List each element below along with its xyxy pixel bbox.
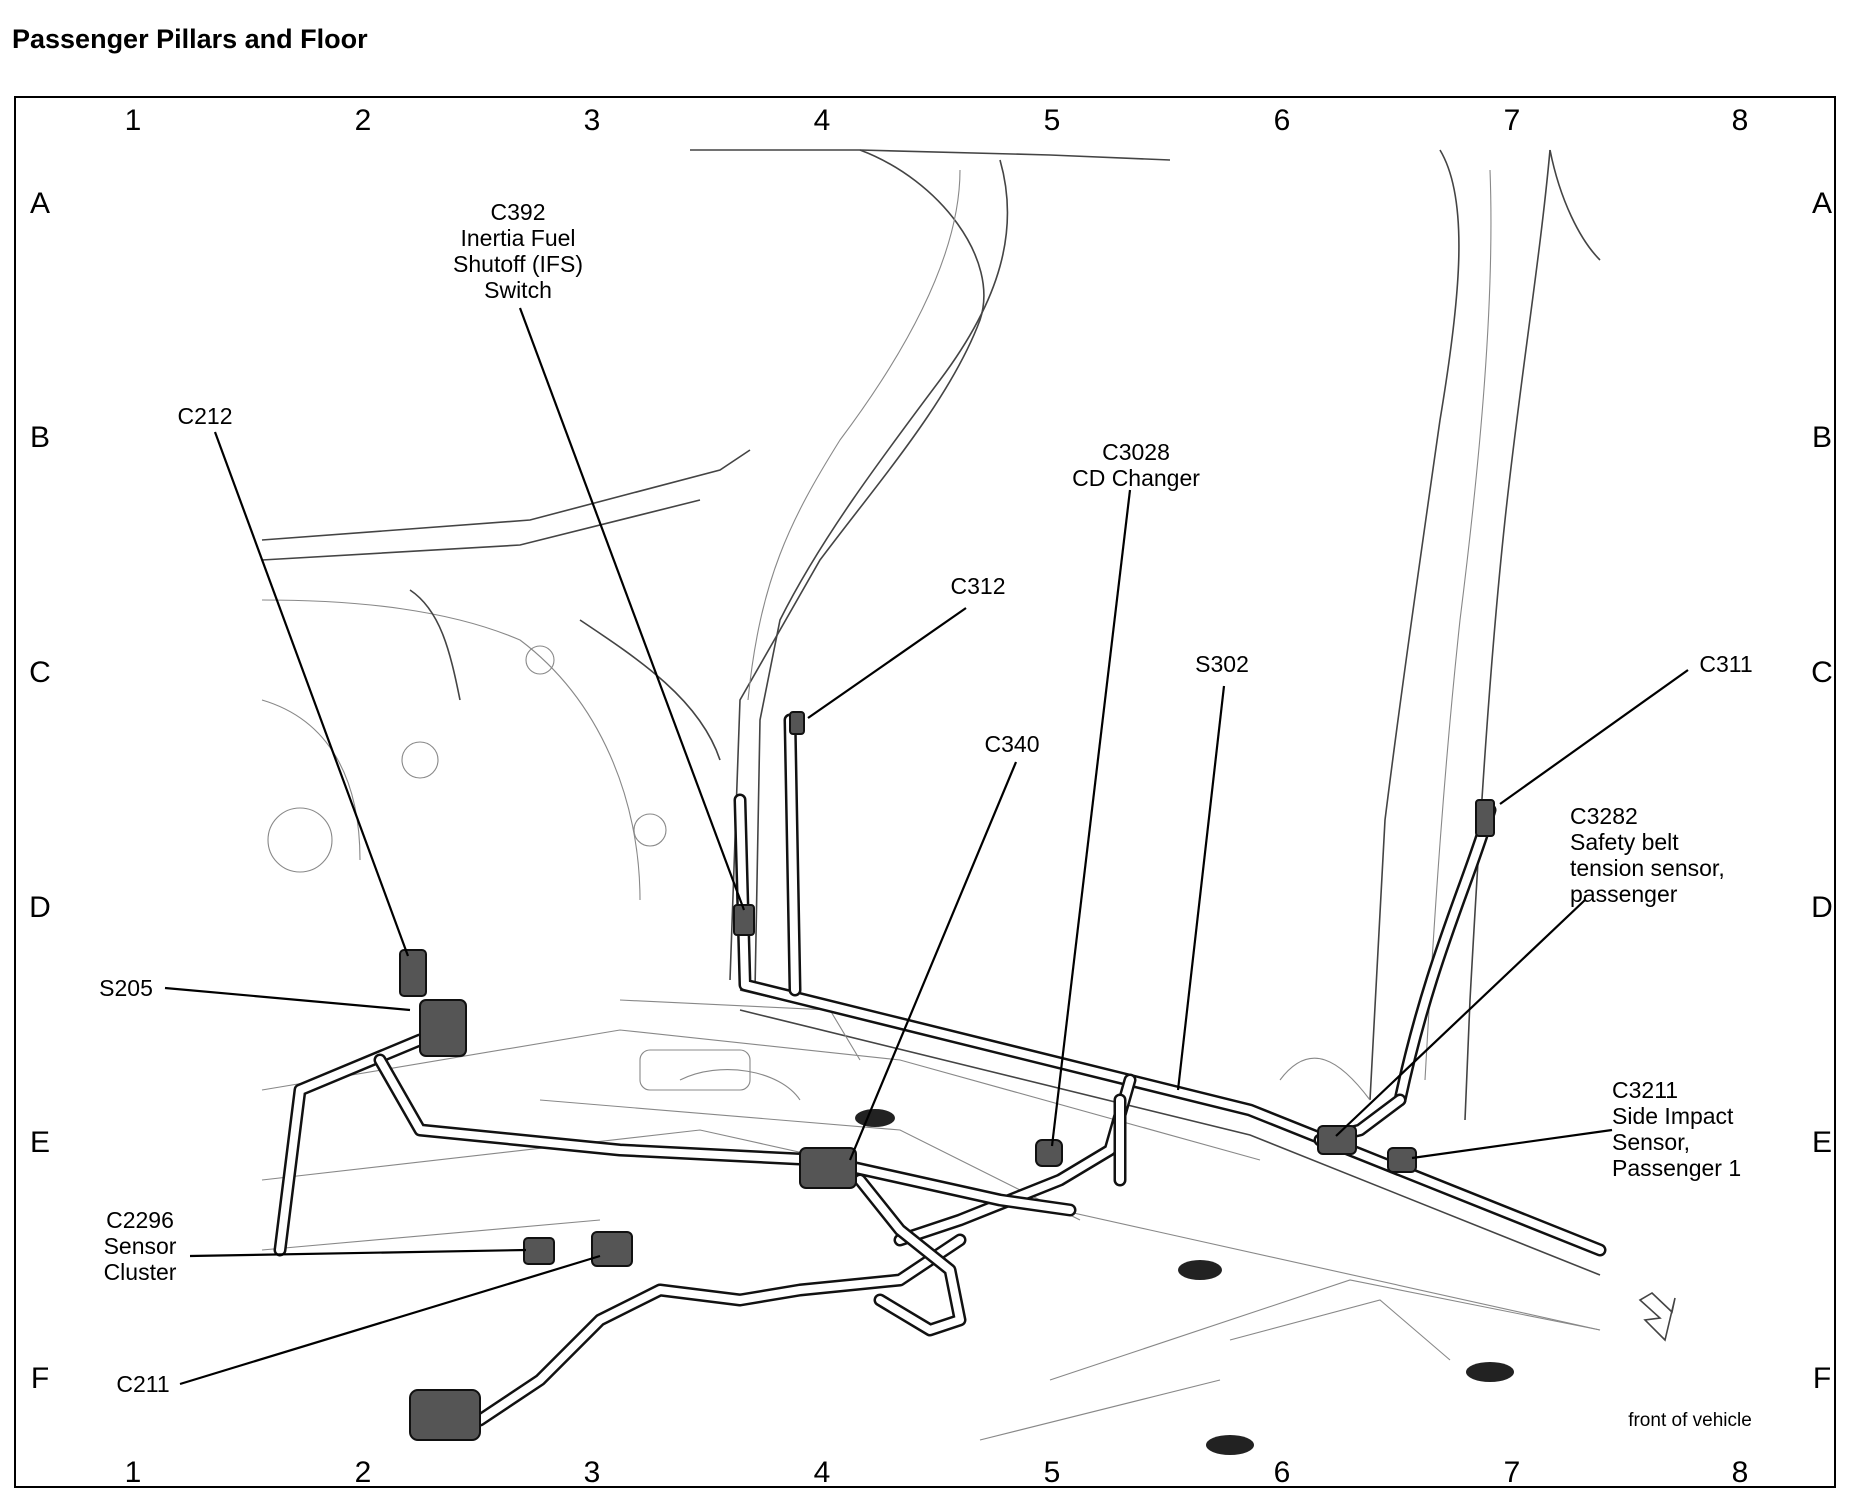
- grid-column-label: 6: [1274, 1456, 1291, 1489]
- grid-column-label: 4: [814, 1456, 831, 1489]
- grid-row-label: C: [1811, 656, 1833, 689]
- callout-line: C312: [951, 573, 1006, 599]
- front-of-vehicle-note: front of vehicle: [1628, 1410, 1752, 1431]
- callout-line: Passenger 1: [1612, 1155, 1741, 1181]
- grid-column-label: 7: [1504, 104, 1521, 137]
- vehicle-body-artwork: [261, 149, 1676, 1455]
- callout-line: Sensor,: [1612, 1129, 1690, 1155]
- callout-line: C211: [116, 1371, 169, 1397]
- grid-rows-left: A B C D E F: [29, 187, 51, 1395]
- callout-line: C392: [491, 199, 546, 225]
- grid-row-label: F: [31, 1362, 49, 1395]
- grid-columns-bottom: 1 2 3 4 5 6 7 8: [125, 1456, 1749, 1489]
- connector-c392: [733, 904, 755, 936]
- callout-line: C3028: [1102, 439, 1170, 465]
- grid-column-label: 2: [355, 1456, 372, 1489]
- grid-column-label: 4: [814, 104, 831, 137]
- callout-line: Switch: [484, 277, 552, 303]
- callout-c312: C312: [951, 573, 1006, 599]
- grid-column-label: 3: [584, 1456, 601, 1489]
- callout-line: C2296: [106, 1207, 174, 1233]
- grid-row-label: A: [30, 187, 50, 220]
- connector-c311: [1475, 799, 1495, 837]
- callout-line: Side Impact: [1612, 1103, 1734, 1129]
- callout-c311: C311: [1699, 651, 1752, 677]
- connector-c3028: [1035, 1139, 1063, 1167]
- callout-line: Inertia Fuel: [460, 225, 575, 251]
- callout-c211: C211: [116, 1371, 169, 1397]
- grid-column-label: 6: [1274, 104, 1291, 137]
- callout-s302: S302: [1195, 651, 1249, 677]
- grid-row-label: D: [29, 891, 51, 924]
- grid-row-label: F: [1813, 1362, 1831, 1395]
- connector-c211: [591, 1231, 633, 1267]
- grid-row-label: D: [1811, 891, 1833, 924]
- callout-s205: S205: [99, 975, 153, 1001]
- callout-c212: C212: [178, 403, 233, 429]
- grid-row-label: B: [30, 421, 50, 454]
- grid-row-label: A: [1812, 187, 1832, 220]
- wiring-harness: [273, 713, 1607, 1427]
- grid-rows-right: A B C D E F: [1811, 187, 1833, 1395]
- grid-column-label: 5: [1044, 1456, 1061, 1489]
- callout-line: S302: [1195, 651, 1249, 677]
- grid-column-label: 3: [584, 104, 601, 137]
- diagram-frame: [14, 96, 1836, 1488]
- connector-c3211: [1387, 1147, 1417, 1173]
- callout-line: Safety belt: [1570, 829, 1679, 855]
- callout-line: C340: [985, 731, 1040, 757]
- page-title: Passenger Pillars and Floor: [12, 24, 368, 54]
- grid-column-label: 2: [355, 104, 372, 137]
- grid-column-label: 1: [125, 1456, 142, 1489]
- grid-row-label: B: [1812, 421, 1832, 454]
- grid-column-label: 5: [1044, 104, 1061, 137]
- connector-s205-module: [419, 999, 467, 1057]
- connector-rear-module: [409, 1389, 481, 1441]
- leader-lines: [164, 307, 1689, 1386]
- connector-c2296: [523, 1237, 555, 1265]
- callout-line: passenger: [1570, 881, 1678, 907]
- callout-line: tension sensor,: [1570, 855, 1725, 881]
- callout-line: CD Changer: [1072, 465, 1200, 491]
- grid-row-label: C: [29, 656, 51, 689]
- callout-line: C212: [178, 403, 233, 429]
- callout-line: Sensor: [104, 1233, 177, 1259]
- grid-columns-top: 1 2 3 4 5 6 7 8: [125, 104, 1749, 137]
- grid-column-label: 8: [1732, 104, 1749, 137]
- callout-line: Cluster: [104, 1259, 177, 1285]
- connector-c212: [399, 949, 427, 997]
- grid-column-label: 8: [1732, 1456, 1749, 1489]
- connectors: [399, 711, 1495, 1441]
- callout-c340: C340: [985, 731, 1040, 757]
- grid-row-label: E: [1812, 1126, 1832, 1159]
- callout-line: C3211: [1612, 1077, 1678, 1103]
- callout-line: C3282: [1570, 803, 1638, 829]
- callout-line: C311: [1699, 651, 1752, 677]
- connector-c340: [799, 1147, 857, 1189]
- connector-c3282: [1317, 1125, 1357, 1155]
- grid-row-label: E: [30, 1126, 50, 1159]
- connector-c312: [789, 711, 805, 735]
- callout-line: Shutoff (IFS): [453, 251, 583, 277]
- callout-line: S205: [99, 975, 153, 1001]
- grid-column-label: 7: [1504, 1456, 1521, 1489]
- grid-column-label: 1: [125, 104, 142, 137]
